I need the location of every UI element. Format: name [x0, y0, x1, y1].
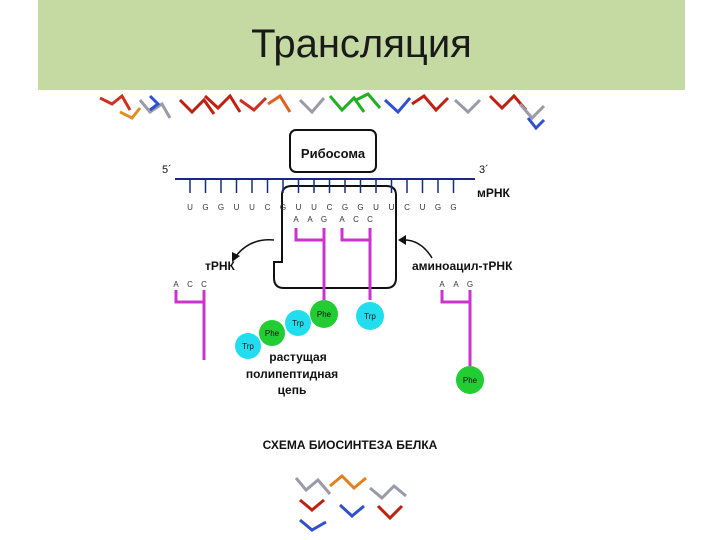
amino-acid-trp-ribosome	[356, 302, 384, 330]
mrna-base: G	[450, 203, 456, 212]
ribosome-label: Рибосома	[301, 146, 366, 161]
mrna-base: U	[187, 203, 193, 212]
amino-acid-trp-ribosome-label: Trp	[364, 312, 376, 321]
amino-acid-trp-chain-label: Trp	[292, 319, 304, 328]
mrna-ticks	[189, 179, 455, 193]
mrna-base: C	[265, 203, 271, 212]
trna-anticodon-base: A	[173, 280, 179, 289]
mrna-base: G	[342, 203, 348, 212]
amino-acid-trp-free-label: Trp	[242, 342, 254, 351]
amino-acid-phe-aminoacyl-label: Phe	[463, 376, 478, 385]
ribosome-trnas	[294, 228, 372, 300]
aminoacyl-anticodon-base: A	[453, 280, 459, 289]
mrna-base: U	[389, 203, 395, 212]
amino-acid-trp-chain	[285, 310, 311, 336]
title-bar: Трансляция	[38, 0, 685, 90]
mrna-base: U	[311, 203, 317, 212]
trna-anticodon-base: C	[201, 280, 207, 289]
trna-label: тРНК	[205, 259, 236, 273]
mrna-base: C	[404, 203, 410, 212]
free-trna	[174, 290, 206, 360]
amino-acid-phe-chain	[259, 320, 285, 346]
mrna-base: G	[357, 203, 363, 212]
mrna-label: мРНК	[477, 186, 511, 200]
aminoacyl-enter-arrowhead	[398, 235, 406, 245]
aminoacyl-anticodon-base: G	[467, 280, 473, 289]
molecule-decoration-bottom	[294, 473, 407, 532]
mrna-base: U	[420, 203, 426, 212]
mrna-base: G	[435, 203, 441, 212]
aminoacyl-trna-label: аминоацил-тРНК	[412, 259, 513, 273]
mrna-base: U	[373, 203, 379, 212]
ribosome-body	[273, 185, 397, 289]
chain-caption-line-3: цепь	[278, 383, 307, 397]
ribosome-anticodon-base: A	[293, 215, 299, 224]
amino-acid-phe-ribosome	[310, 300, 338, 328]
ribosome-anticodon-base: A	[339, 215, 345, 224]
mrna-base: U	[249, 203, 255, 212]
mrna-base: C	[327, 203, 333, 212]
aminoacyl-trna	[440, 290, 472, 366]
aminoacyl-anticodon-base: A	[439, 280, 445, 289]
scheme-caption: СХЕМА БИОСИНТЕЗА БЕЛКА	[263, 438, 438, 452]
three-prime-label: 3´	[479, 164, 489, 176]
amino-acid-trp-free	[235, 333, 261, 359]
ribosome-anticodon-base: C	[367, 215, 373, 224]
amino-acid-phe-ribosome-label: Phe	[317, 310, 332, 319]
ribosome-anticodon-base: G	[321, 215, 327, 224]
mrna-base: G	[218, 203, 224, 212]
ribosome-label-box	[289, 129, 377, 173]
mrna-base: U	[296, 203, 302, 212]
chain-caption-line-1: растущая	[269, 350, 326, 364]
molecule-decoration-top	[99, 92, 546, 131]
trna-exit-arrowhead	[232, 252, 240, 262]
slide-title: Трансляция	[251, 22, 472, 66]
amino-acid-phe-chain-label: Phe	[265, 329, 280, 338]
chain-caption-line-2: полипептидная	[246, 367, 338, 381]
amino-acid-phe-aminoacyl	[456, 366, 484, 394]
mrna-base: G	[280, 203, 286, 212]
trna-exit-arrow	[235, 239, 275, 257]
trna-anticodon-base: C	[187, 280, 193, 289]
mrna-base: U	[234, 203, 240, 212]
mrna-base: G	[202, 203, 208, 212]
ribosome-anticodon-base: C	[353, 215, 359, 224]
ribosome-anticodon-base: A	[307, 215, 313, 224]
five-prime-label: 5´	[162, 164, 172, 176]
